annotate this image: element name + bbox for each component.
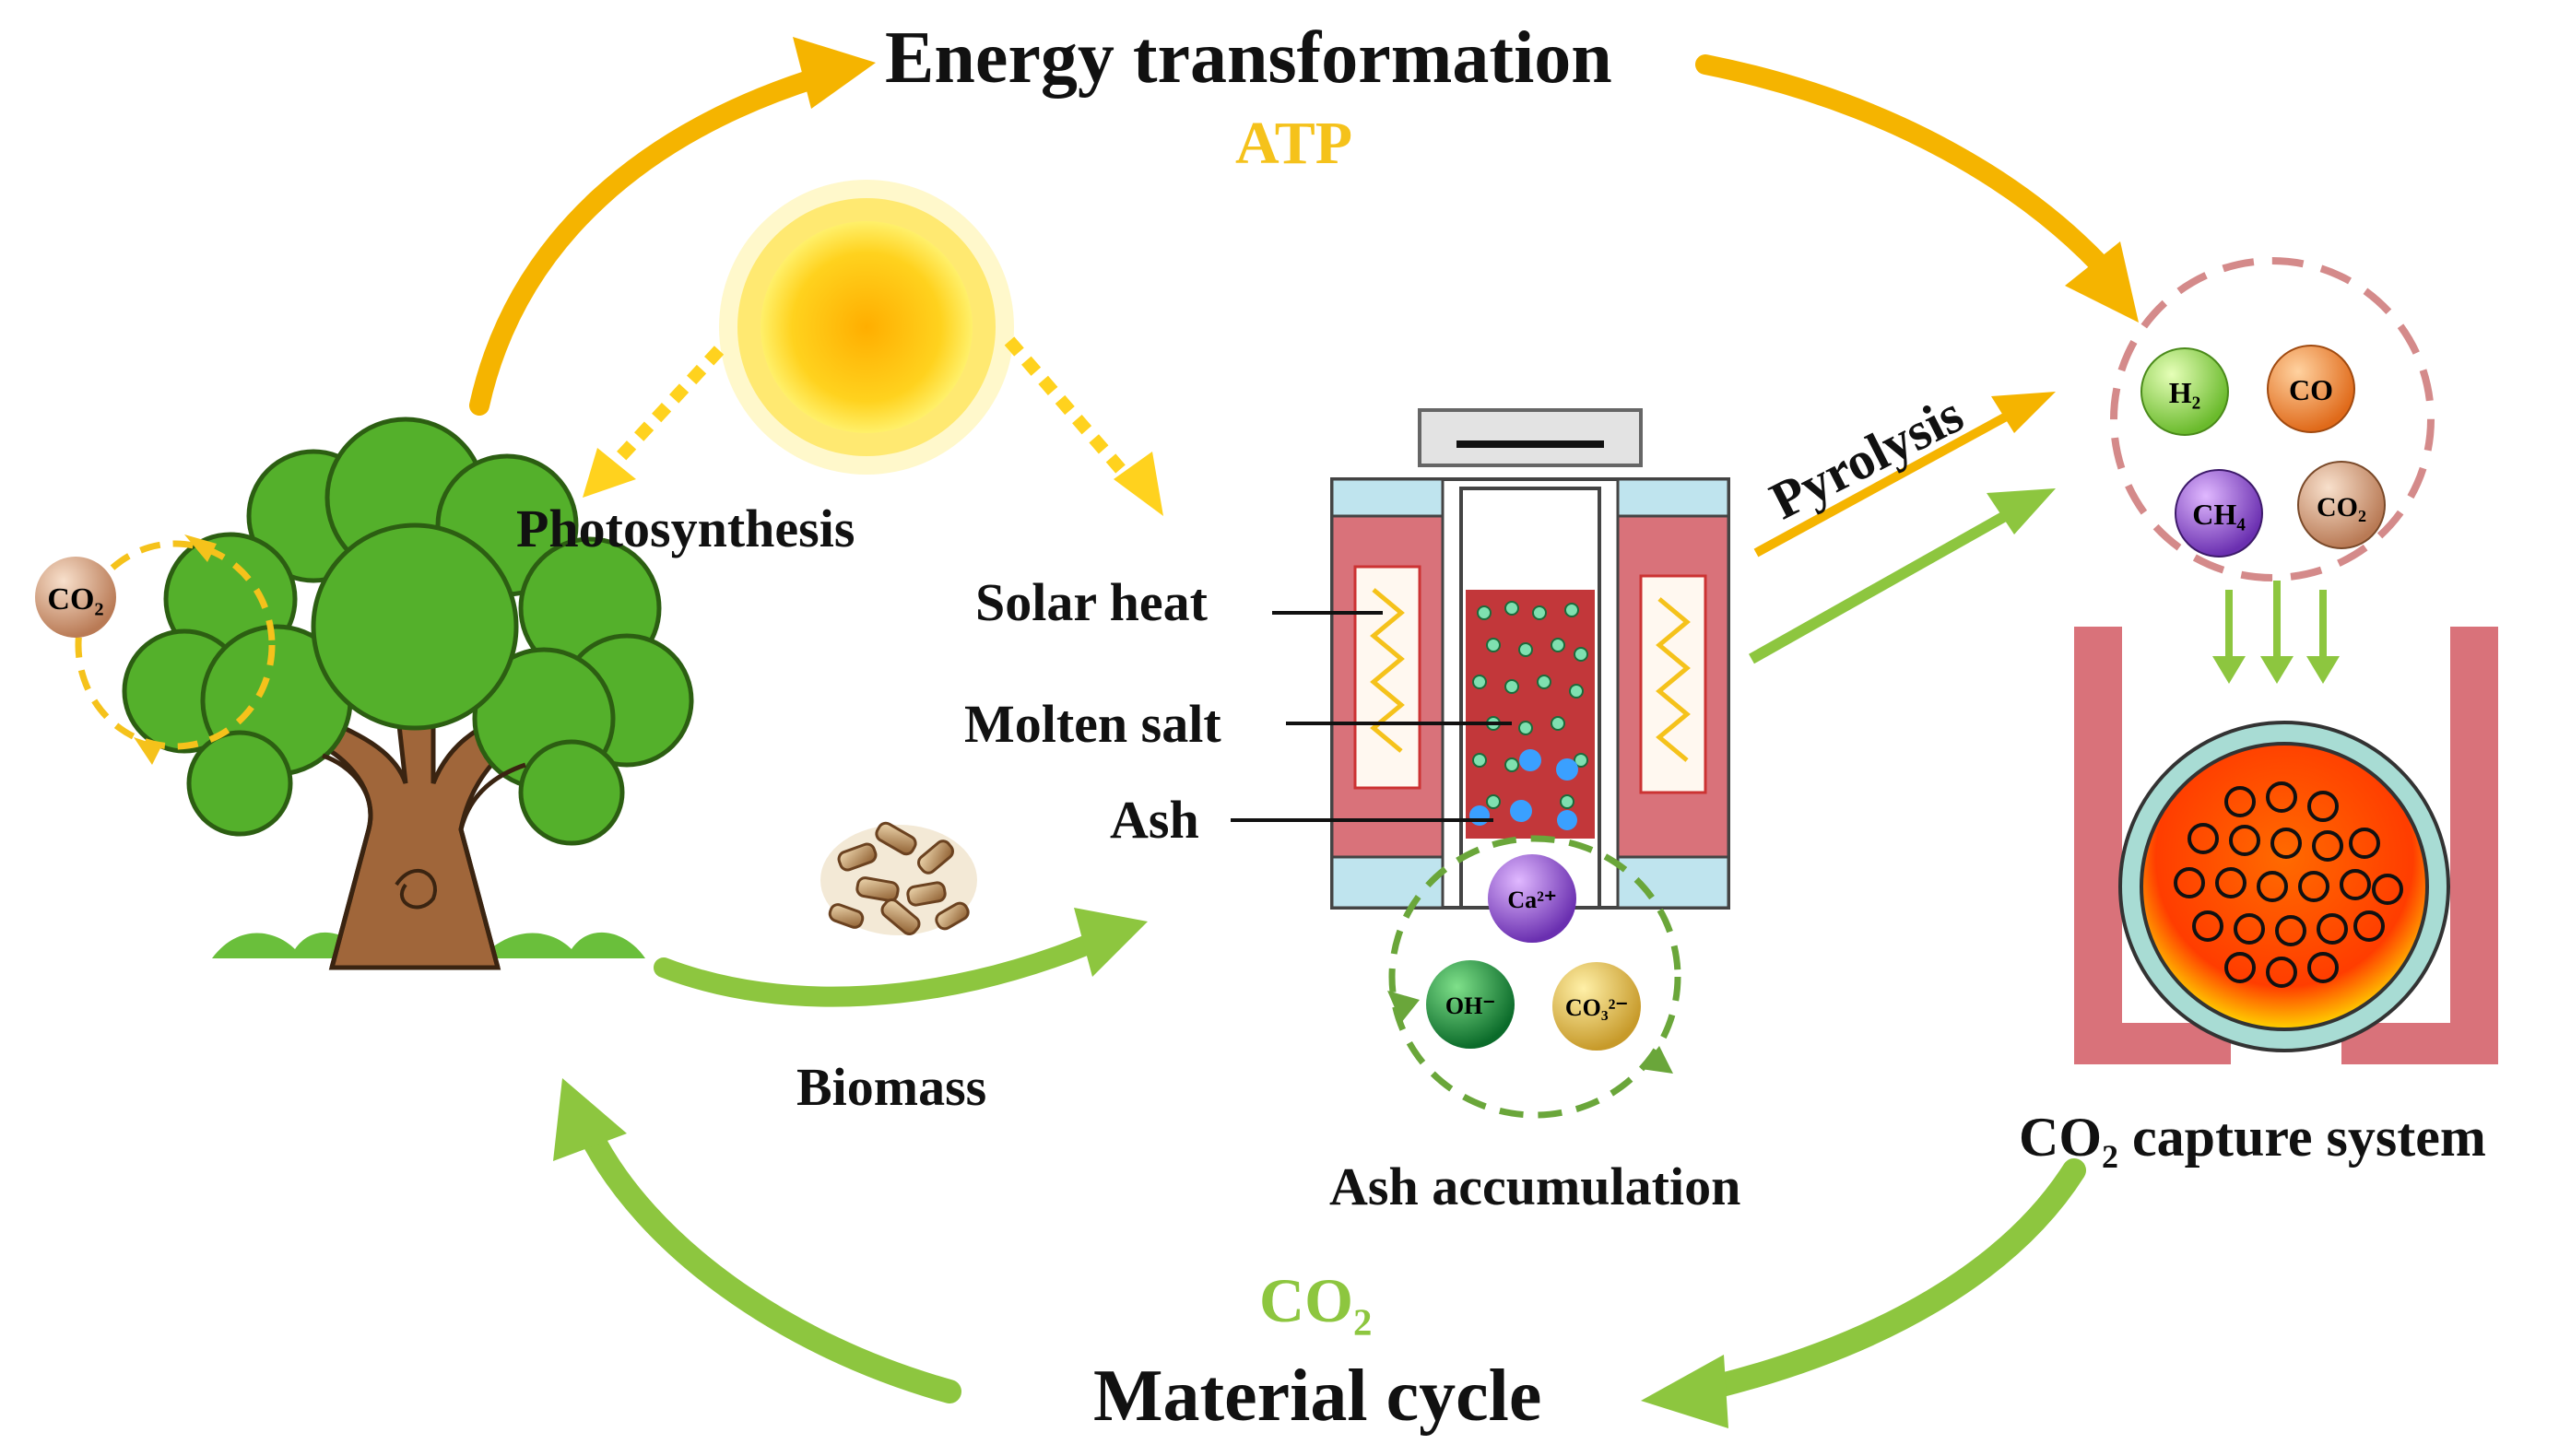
co-molecule: CO [2267, 345, 2355, 433]
h2-molecule: H₂ [2140, 347, 2229, 436]
energy-arrow-left [469, 37, 876, 416]
material-arrow-left [553, 1078, 961, 1403]
ca-ion: Ca²⁺ [1488, 854, 1576, 943]
co2-cycle-label: CO2 [1259, 1264, 1372, 1344]
sun-icon [719, 180, 1014, 475]
svg-text:CO₃²⁻: CO₃²⁻ [1565, 994, 1628, 1021]
svg-text:CO₂: CO₂ [47, 582, 103, 616]
sunlight-arrow-left [583, 346, 725, 498]
tree-co2-cycle [75, 534, 276, 765]
photosynthesis-label: Photosynthesis [516, 499, 855, 558]
tree-co2-molecule: CO₂ [35, 557, 116, 638]
sunlight-arrow-right [1004, 336, 1163, 516]
gas-products-cycle [2110, 257, 2435, 581]
molten-salt-bubbles [1472, 601, 1588, 809]
co2-co-text: CO [1259, 1265, 1353, 1335]
gas-flow-arrows [2212, 581, 2340, 684]
tree-icon [122, 417, 694, 970]
ash-label: Ash [1110, 790, 1199, 850]
biomass-label: Biomass [796, 1057, 987, 1117]
molten-salt-label: Molten salt [964, 694, 1221, 754]
svg-text:OH⁻: OH⁻ [1445, 992, 1495, 1019]
svg-text:H₂: H₂ [2169, 376, 2200, 409]
ash-accumulation-cycle [1387, 835, 1681, 1119]
capture-rest-text: capture system [2118, 1107, 2486, 1168]
co2-molecule: CO₂ [2297, 461, 2386, 549]
oh-ion: OH⁻ [1426, 960, 1515, 1049]
svg-text:CO: CO [2289, 373, 2333, 406]
material-arrow-right [1641, 1158, 2086, 1428]
co2-capture-system-label: CO2 capture system [2019, 1106, 2486, 1176]
energy-arrow-right [1695, 54, 2139, 323]
ash-accumulation-label: Ash accumulation [1329, 1157, 1741, 1216]
svg-text:CH₄: CH₄ [2192, 498, 2246, 531]
biomass-pellets-icon [820, 821, 977, 936]
energy-transformation-label: Energy transformation [885, 18, 1612, 99]
solar-reactor [1330, 408, 1730, 910]
pyrolysis-arrow-green [1749, 488, 2056, 664]
svg-text:Ca²⁺: Ca²⁺ [1507, 887, 1556, 913]
capture-co-text: CO [2019, 1107, 2102, 1168]
ch4-molecule: CH₄ [2175, 469, 2263, 558]
capture-subscript: 2 [2102, 1138, 2118, 1175]
svg-text:CO₂: CO₂ [2317, 492, 2366, 523]
atp-label: ATP [1235, 110, 1353, 177]
solar-heat-label: Solar heat [975, 572, 1208, 632]
co2-subscript: 2 [1353, 1301, 1373, 1344]
co2-capture-vessel [2074, 627, 2498, 1064]
co3-ion: CO₃²⁻ [1552, 962, 1641, 1051]
biomass-arrow [654, 908, 1148, 1007]
pyrolysis-arrow-yellow [1753, 392, 2056, 558]
material-cycle-label: Material cycle [1093, 1356, 1542, 1437]
